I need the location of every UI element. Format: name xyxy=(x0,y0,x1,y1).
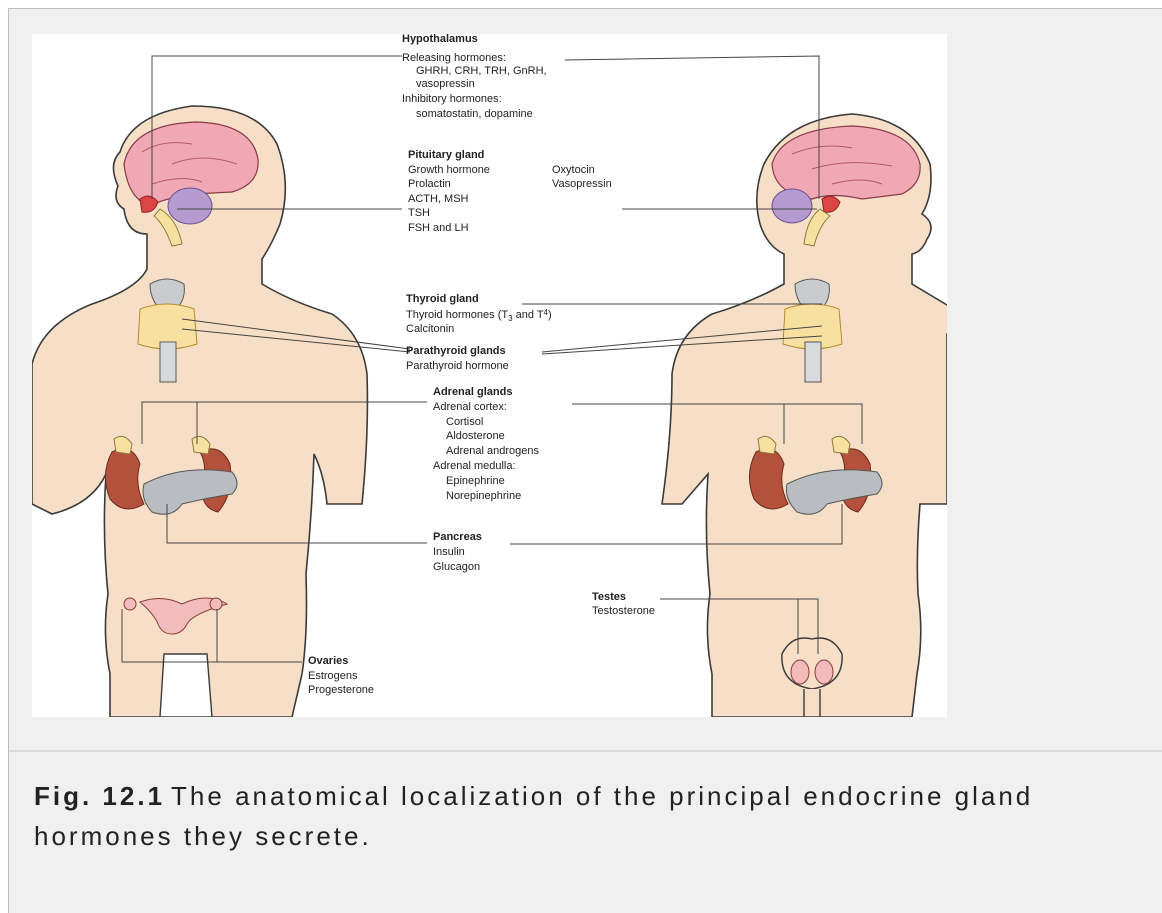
ovary-right xyxy=(210,598,222,610)
caption-divider xyxy=(9,750,1162,752)
adrenal-line: Adrenal cortex: xyxy=(433,401,507,413)
hypothalamus-line: somatostatin, dopamine xyxy=(416,108,533,120)
thyroid-hormones: Thyroid hormones (T3 and T4) xyxy=(406,308,552,323)
adrenal-line: Cortisol xyxy=(446,416,483,428)
parathyroid-title: Parathyroid glands xyxy=(406,345,506,357)
endocrine-diagram: Hypothalamus Releasing hormones: GHRH, C… xyxy=(32,34,947,717)
parathyroid-hormone: Parathyroid hormone xyxy=(406,360,509,372)
cerebellum-right xyxy=(772,189,812,223)
female-body xyxy=(32,106,367,717)
hypothalamus-line: Inhibitory hormones: xyxy=(402,93,502,105)
testes-title: Testes xyxy=(592,591,626,603)
hypothalamus-line: GHRH, CRH, TRH, GnRH, xyxy=(416,65,547,77)
pituitary-hormone: FSH and LH xyxy=(408,222,469,234)
male-body xyxy=(662,114,947,717)
testis-right xyxy=(815,660,833,684)
ovary-left xyxy=(124,598,136,610)
female-legs-gap xyxy=(160,654,212,717)
pancreas-title: Pancreas xyxy=(433,531,482,543)
pituitary-hormone: Vasopressin xyxy=(552,178,612,190)
testis-left xyxy=(791,660,809,684)
adrenal-line: Adrenal androgens xyxy=(446,445,539,457)
figure-number: Fig. 12.1 xyxy=(34,781,165,811)
adrenal-line: Aldosterone xyxy=(446,430,505,442)
pancreas-hormone: Insulin xyxy=(433,546,465,558)
hypothalamus-line: vasopressin xyxy=(416,78,475,90)
hypothalamus-line: Releasing hormones: xyxy=(402,52,506,64)
caption-line-2: hormones they secrete. xyxy=(34,816,1162,856)
pituitary-title: Pituitary gland xyxy=(408,149,484,161)
cerebellum-left xyxy=(168,188,212,224)
adrenal-title: Adrenal glands xyxy=(433,386,512,398)
adrenal-line: Epinephrine xyxy=(446,475,505,487)
pituitary-hormone: TSH xyxy=(408,207,430,219)
ovaries-hormone: Progesterone xyxy=(308,684,374,696)
pituitary-hormone: Prolactin xyxy=(408,178,451,190)
thyroid-title: Thyroid gland xyxy=(406,293,479,305)
pituitary-hormone: ACTH, MSH xyxy=(408,193,469,205)
hypothalamus-title: Hypothalamus xyxy=(402,34,478,45)
pancreas-hormone: Glucagon xyxy=(433,561,480,573)
adrenal-line: Norepinephrine xyxy=(446,490,521,502)
ovaries-hormone: Estrogens xyxy=(308,670,358,682)
adrenal-line: Adrenal medulla: xyxy=(433,460,516,472)
penis xyxy=(804,689,820,717)
caption-text-1: The anatomical localization of the princ… xyxy=(171,781,1033,811)
pituitary-hormone: Oxytocin xyxy=(552,164,595,176)
testes-hormone: Testosterone xyxy=(592,605,655,617)
ovaries-title: Ovaries xyxy=(308,655,348,667)
trachea-left xyxy=(160,342,176,382)
pituitary-hormone: Growth hormone xyxy=(408,164,490,176)
trachea-right xyxy=(805,342,821,382)
calcitonin-label: Calcitonin xyxy=(406,323,454,335)
